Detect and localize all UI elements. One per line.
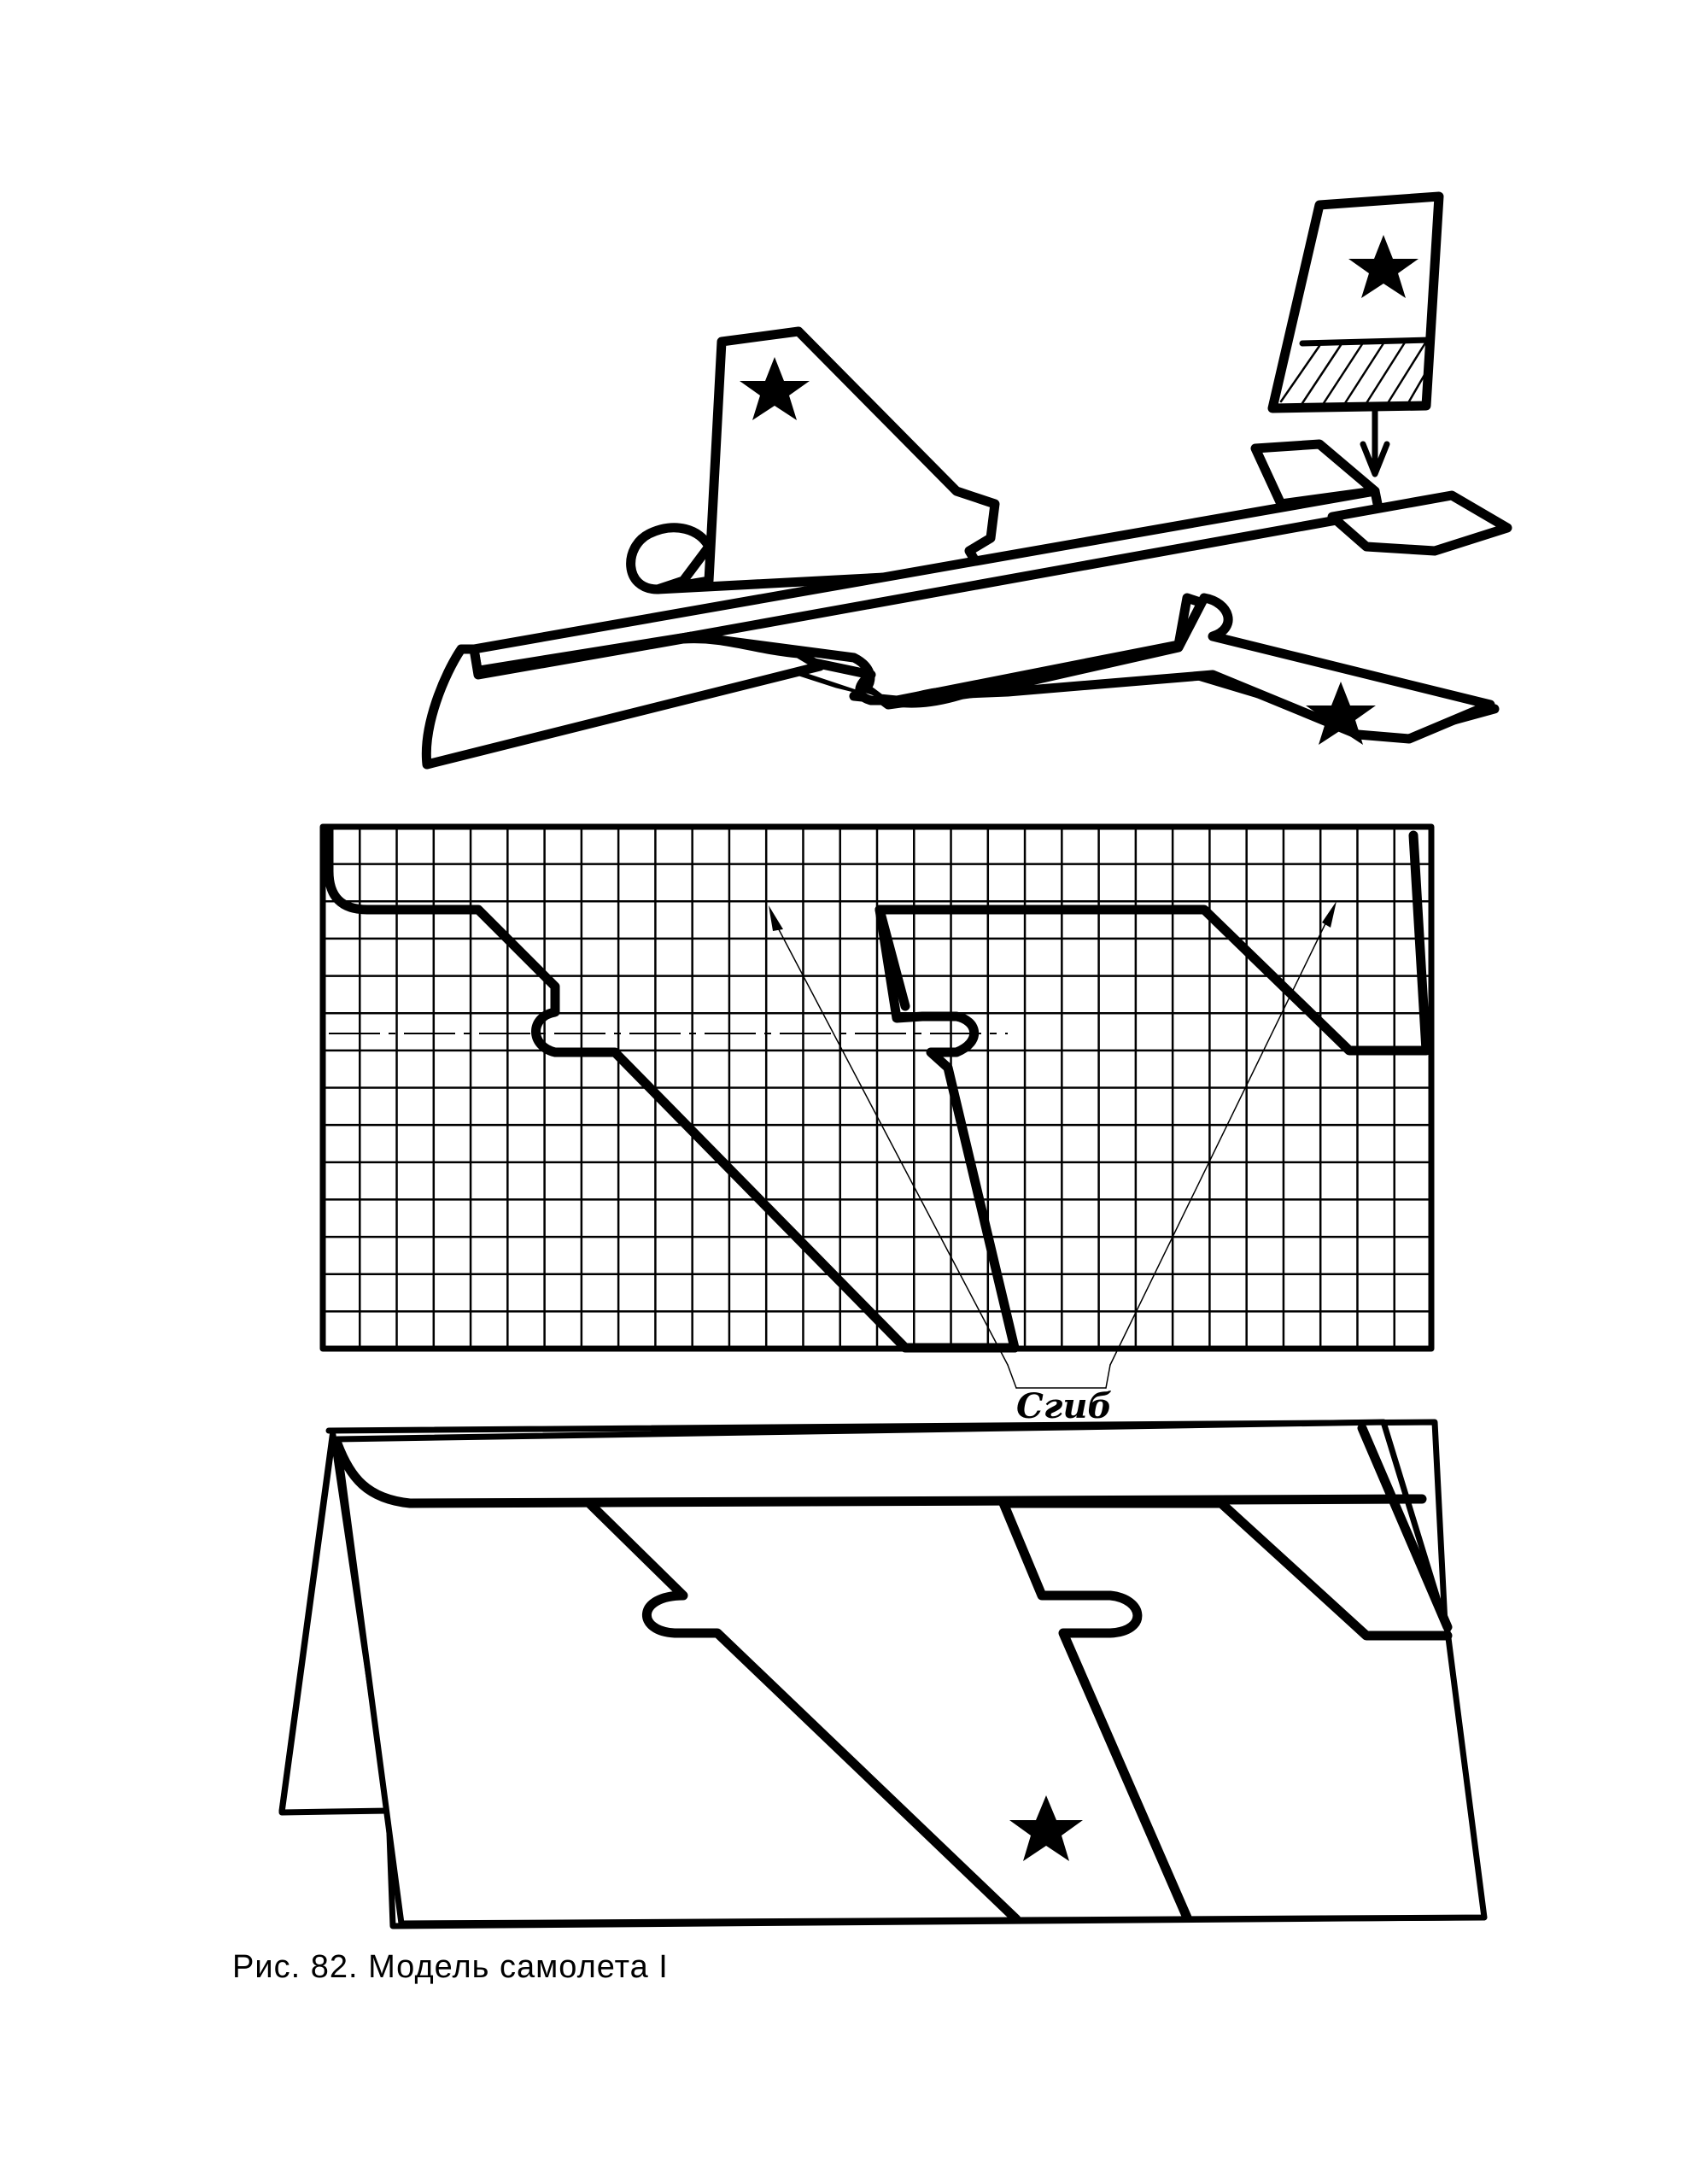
tail-left-fin: [1250, 439, 1380, 509]
fold-arrow-head-right: [1322, 901, 1337, 928]
folded-model: [278, 1419, 1488, 1929]
leading-edge: [332, 1438, 1427, 1508]
star-icon: [1348, 235, 1418, 298]
folded-wing-outline: [584, 1498, 1192, 1924]
assembled-airplane: [421, 191, 1512, 770]
far-wing-bump: [626, 523, 714, 594]
template-right-rear: [874, 905, 910, 1011]
folded-wing-outline-top: [998, 1498, 1453, 1641]
template-left-outline: [324, 823, 1020, 1353]
nose-plate: [421, 634, 825, 770]
fold-arrow-head-left: [769, 905, 783, 931]
fin-hatch-top: [1299, 337, 1434, 347]
down-arrow-icon: [1360, 407, 1390, 477]
figure-caption: Рис. 82. Модель самолета I: [232, 1949, 669, 1985]
folded-wing-rear-edge: [1357, 1423, 1453, 1632]
grid-lines: [321, 825, 1433, 1350]
star-icon: [1009, 1795, 1083, 1861]
front-panel: [334, 1419, 1488, 1927]
template-right-outline: [874, 830, 1431, 1353]
fold-label: Сгиб: [1016, 1386, 1112, 1426]
fin-hatch: [1279, 340, 1430, 405]
tail-stabilizer: [1327, 490, 1512, 556]
star-icon: [740, 357, 810, 420]
fold-arrows: [772, 909, 1333, 1389]
near-wing-outline: [704, 593, 1495, 744]
star-icon: [1306, 682, 1376, 745]
grid-template: Сгиб: [319, 823, 1435, 1426]
